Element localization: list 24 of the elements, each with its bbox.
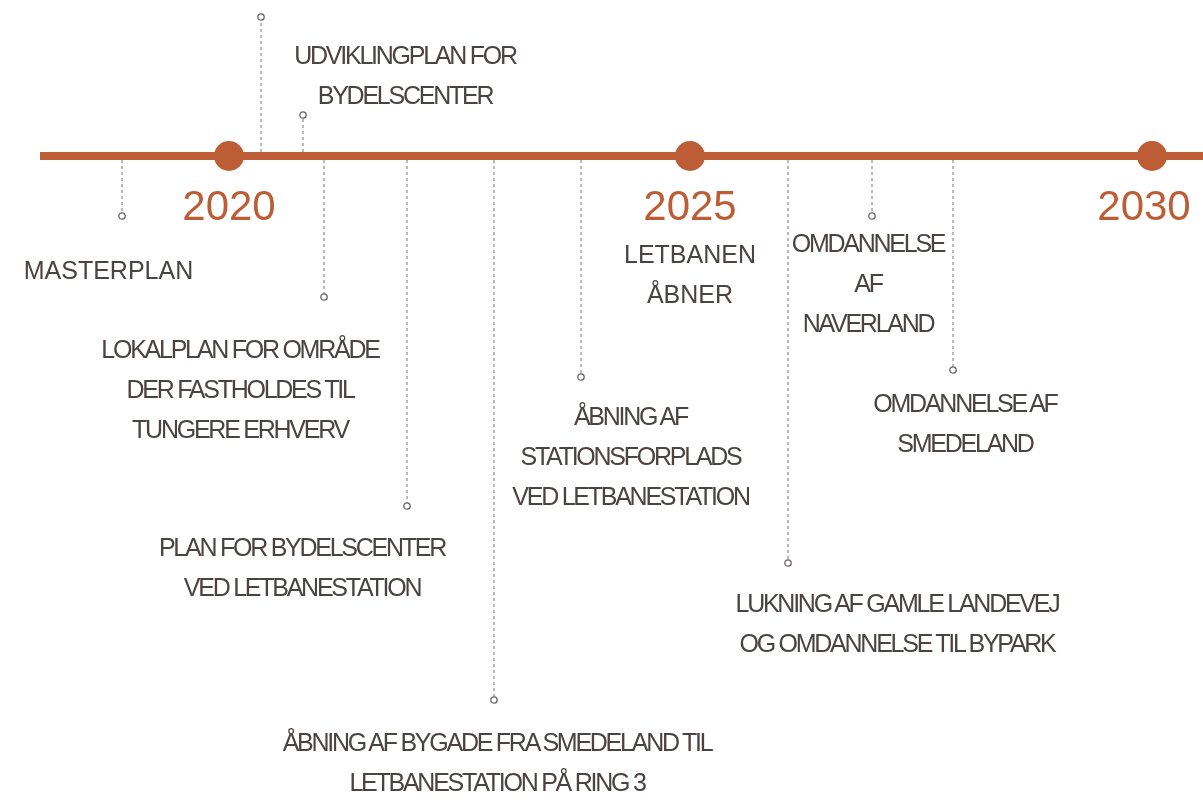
- event-label: OMDANNELSE AF NAVERLAND: [790, 228, 946, 339]
- year-label: 2020: [181, 182, 277, 230]
- leader-line: [784, 159, 792, 567]
- event-label: LUKNING AF GAMLE LANDEVEJ OG OMDANNELSE TIL BYPARK: [734, 588, 1060, 659]
- event-label: ÅBNING AF STATIONSFORPLADS VED LETBANESTATION: [511, 401, 750, 512]
- leader-line: [949, 159, 957, 374]
- year-label: 2025: [642, 182, 738, 230]
- timeline-bar: [40, 152, 1203, 160]
- leader-line: [403, 159, 411, 510]
- leader-line: [299, 111, 307, 153]
- event-label: ÅBNING AF BYGADE FRA SMEDELAND TIL LETBANESTATION PÅ RING 3: [281, 727, 713, 798]
- event-label: OMDANNELSE AF SMEDELAND: [872, 388, 1059, 459]
- event-label: LOKALPLAN FOR OMRÅDE DER FASTHOLDES TIL TUNGERE ERHVERV: [100, 334, 381, 445]
- year-label: 2030: [1096, 182, 1192, 230]
- leader-line: [257, 13, 265, 153]
- leader-line: [118, 159, 126, 220]
- event-label: MASTERPLAN: [22, 255, 195, 286]
- leader-line: [490, 159, 498, 704]
- leader-line: [577, 159, 585, 381]
- leader-line: [868, 159, 876, 220]
- event-label: PLAN FOR BYDELSCENTER VED LETBANESTATION: [157, 532, 447, 603]
- leader-line: [320, 159, 328, 301]
- event-label: LETBANEN ÅBNER: [623, 239, 757, 310]
- event-label: UDVIKLINGPLAN FOR BYDELSCENTER: [293, 40, 518, 111]
